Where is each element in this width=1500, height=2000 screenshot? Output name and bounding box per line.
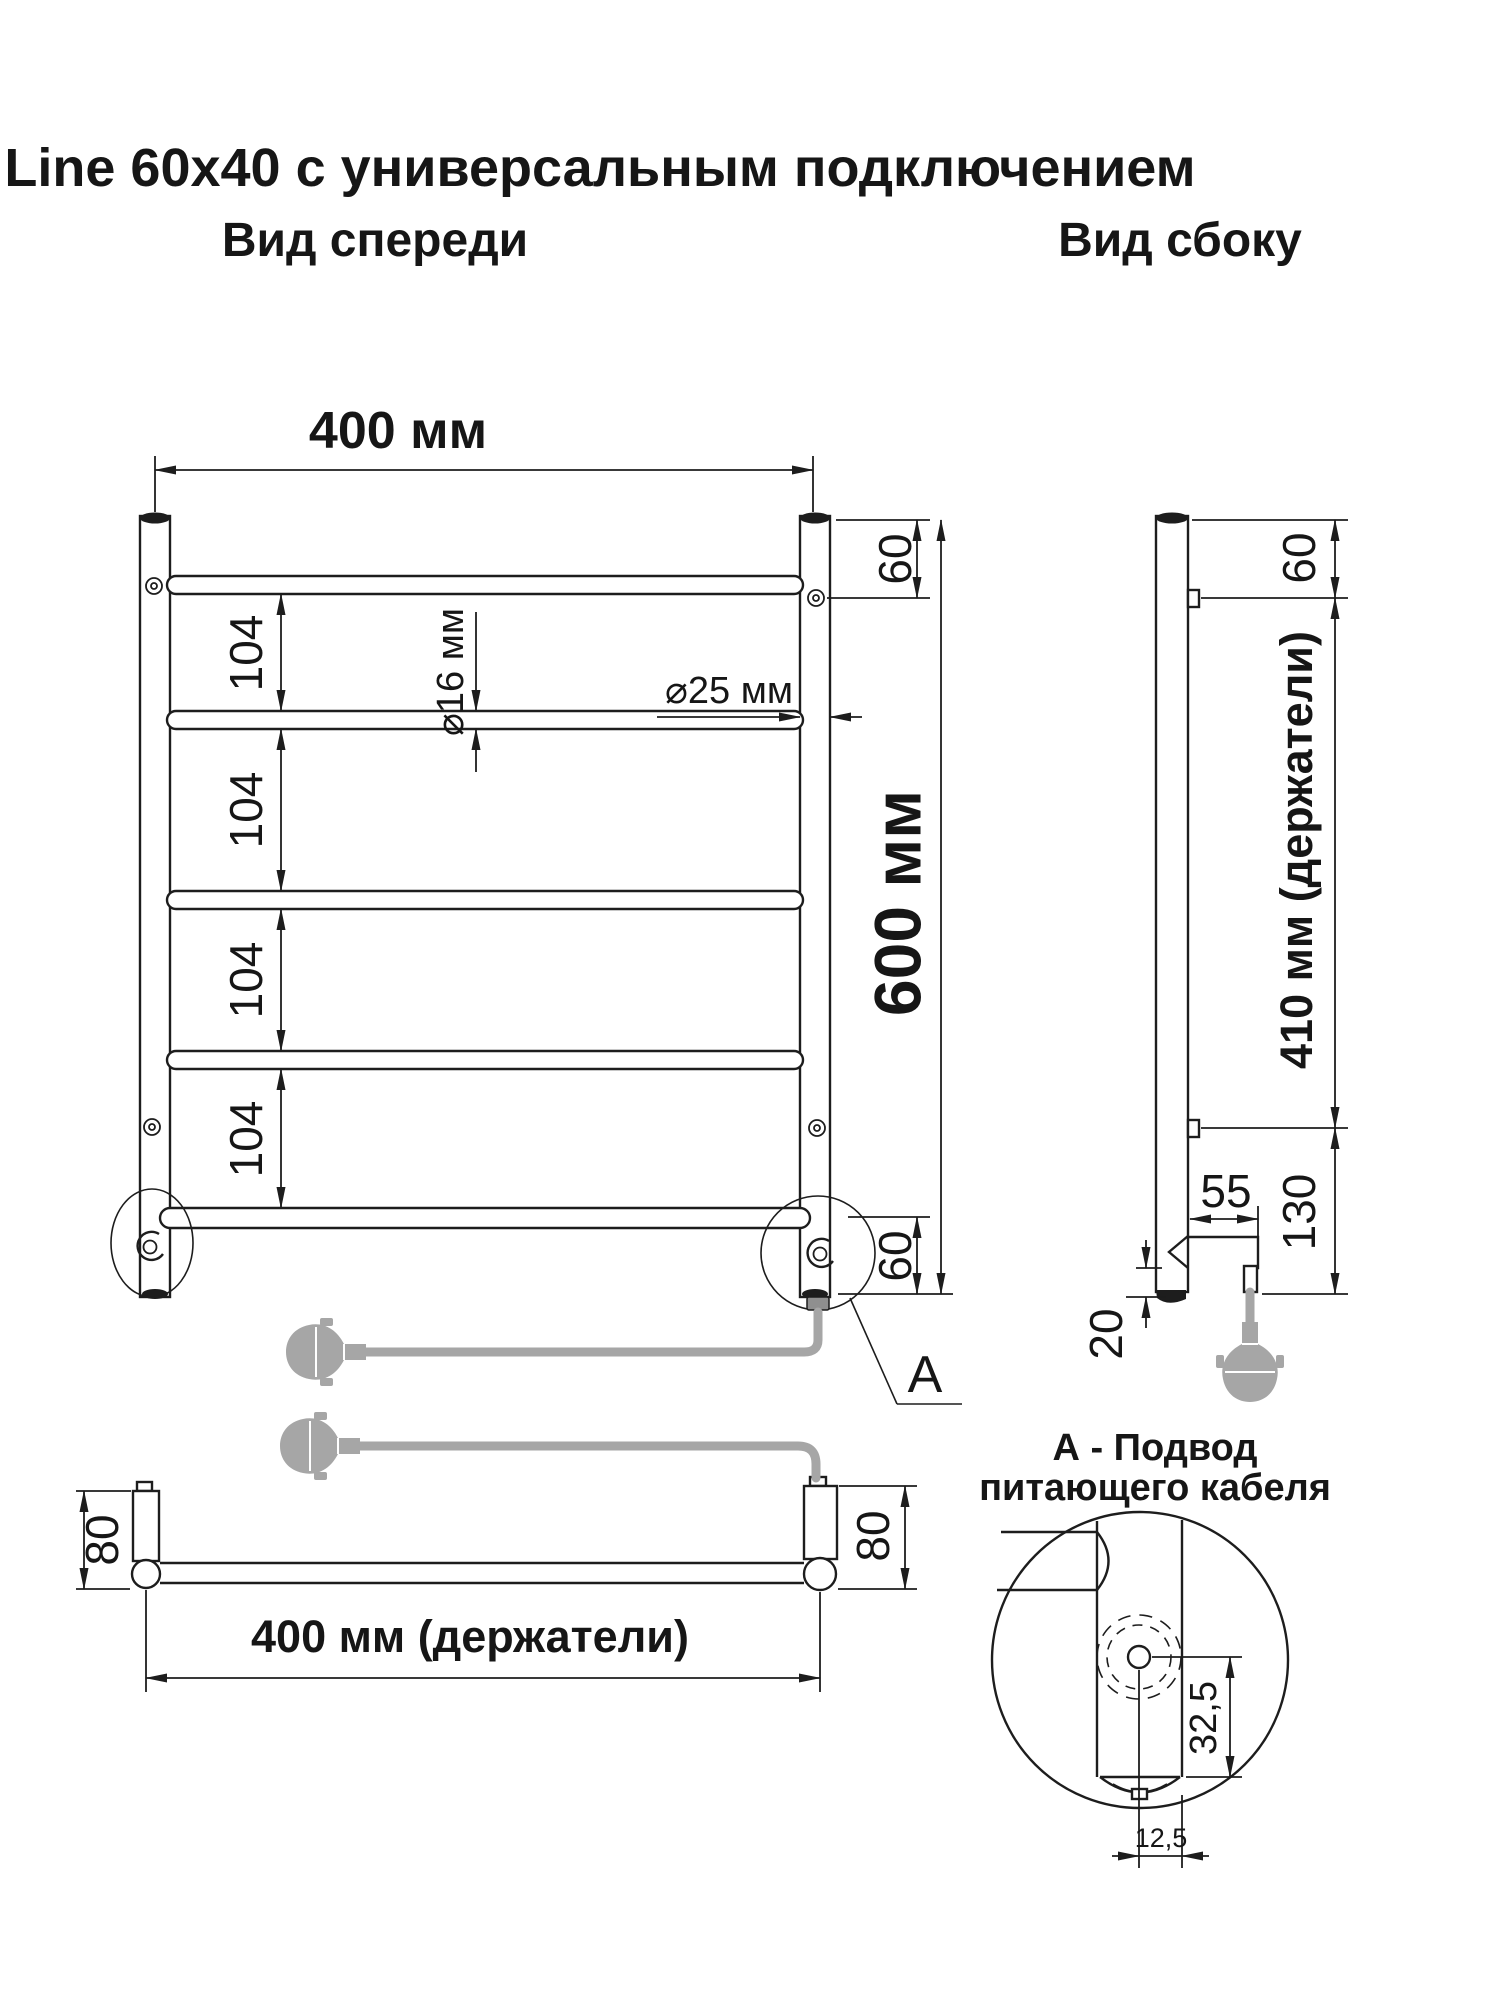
front-bottom-offset-value: 60 [869,1230,921,1281]
rung-gap-1: 104 [220,615,272,692]
holder-left-height-value: 80 [76,1514,128,1565]
holder-right-height-value: 80 [847,1510,899,1561]
detail-cable-hole [1126,1644,1152,1670]
front-view-label: Вид спереди [222,214,528,267]
dim-side-elbow-depth: 55 [1189,1165,1259,1237]
power-plug-icon-front [285,1317,367,1387]
holder-left-circle [130,1558,162,1590]
rung-3 [165,889,805,911]
side-connection-elbow [1167,1235,1260,1294]
front-width-value: 400 мм [309,402,487,460]
side-top-offset-value: 60 [1273,532,1325,583]
side-post-foot [1156,1290,1186,1303]
dim-holders-width: 400 мм (держатели) [145,1590,821,1692]
mounting-screw-bottom-right [808,1119,826,1137]
detail-horizontal-value: 12,5 [1135,1823,1188,1853]
front-right-post [798,514,832,1299]
dim-front-bottom-offset: 60 [848,1216,930,1295]
side-post [1154,514,1190,1294]
dim-detail-vertical: 32,5 [1152,1656,1242,1778]
dim-side-cable-offset: 20 [1080,1240,1166,1360]
side-view-label: Вид сбоку [1058,214,1302,267]
mounting-screw-top-right [807,589,825,607]
side-view: 60 410 мм (держатели) 130 55 20 [1080,512,1348,1403]
page-title: Line 60x40 с универсальным подключением [4,138,1195,198]
callout-a: А [849,1297,962,1405]
detail-a-circle [990,1510,1290,1810]
detail-circle-left [110,1188,194,1298]
right-post-top-cap [800,512,830,524]
rung-5 [158,1206,812,1230]
dim-rung-gaps: 104 104 104 104 [220,593,286,1209]
dim-front-width: 400 мм [154,402,814,512]
power-cable-front [361,1307,823,1357]
dim-rung-diameter: ⌀16 мм [430,608,481,772]
holder-left-block [131,1489,161,1563]
dim-detail-horizontal: 12,5 [1112,1670,1209,1868]
callout-a-letter: А [908,1346,943,1404]
rung-gap-4: 104 [220,1101,272,1178]
front-height-value: 600 мм [860,790,934,1016]
power-plug-icon-side [1215,1321,1285,1403]
rung-gap-2: 104 [220,772,272,849]
dim-front-height: 600 мм [838,519,953,1295]
holders-width-value: 400 мм (держатели) [251,1611,689,1662]
detail-a-view: А - Подвод питающего кабеля 32,5 [979,1427,1331,1868]
bottom-mount-right [806,1237,834,1269]
detail-rung-cap [1096,1531,1110,1591]
side-post-top-cap [1156,512,1188,524]
front-left-post [138,514,172,1299]
mounting-screw-top-left [145,577,163,595]
rung-4 [165,1049,805,1071]
holder-left-stub [135,1480,154,1493]
dim-post-diameter: ⌀25 мм [657,670,862,722]
rung-gap-3: 104 [220,942,272,1019]
dim-holder-left-height: 80 [76,1490,131,1590]
front-top-offset-value: 60 [869,533,921,584]
left-post-top-cap [140,512,170,524]
dim-front-top-offset: 60 [827,519,930,599]
dim-side-chain: 60 410 мм (держатели) 130 [1192,519,1348,1295]
side-elbow-depth-value: 55 [1200,1165,1251,1217]
detail-caption-line2: питающего кабеля [979,1467,1331,1509]
holder-right-circle [802,1556,838,1592]
power-plug-icon-bottom [279,1411,361,1481]
rung-2 [165,709,805,731]
detail-caption-line1: А - Подвод [1052,1427,1257,1469]
front-view: 400 мм 60 600 мм 60 104 104 [110,402,962,1405]
bottom-view: 80 80 400 мм (держатели) [76,1411,917,1692]
side-cable-offset-value: 20 [1080,1308,1132,1359]
post-diameter-value: ⌀25 мм [665,670,793,712]
holder-right-block [802,1484,839,1561]
rung-1 [165,574,805,596]
power-cable-bottom [355,1441,821,1483]
detail-vertical-value: 32,5 [1183,1681,1225,1755]
bottom-mount-left [136,1230,164,1262]
side-bracket-bottom [1186,1118,1201,1139]
dim-holder-right-height: 80 [838,1485,917,1590]
side-bracket-top [1186,588,1201,609]
side-bottom-block-value: 130 [1273,1174,1325,1251]
side-holders-height-value: 410 мм (держатели) [1271,631,1322,1069]
rung-diameter-value: ⌀16 мм [430,608,472,736]
mounting-screw-bottom-left [143,1118,161,1136]
